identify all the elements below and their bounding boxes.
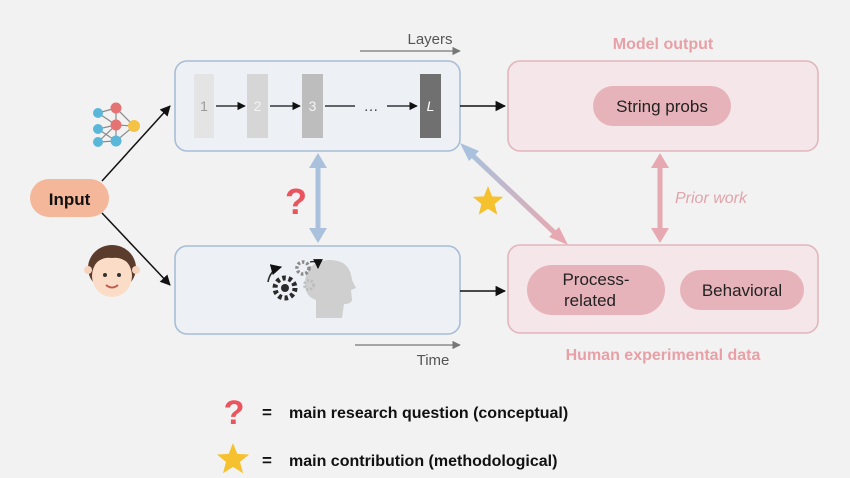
legend-contribution-text: main contribution (methodological) — [289, 453, 557, 470]
neural-network-icon — [93, 102, 140, 147]
layer-L-label: L — [427, 98, 435, 114]
legend-star-icon — [216, 443, 250, 474]
layer-L-block — [420, 74, 441, 138]
layer-ellipsis: … — [364, 98, 379, 115]
layer-3-block — [302, 74, 323, 138]
prior-work-link-arrow — [651, 153, 669, 243]
input-to-brain-arrow — [101, 212, 171, 286]
legend: ? = main research question (conceptual) … — [216, 394, 568, 474]
layer-2-label: 2 — [254, 98, 262, 114]
legend-question-text: main research question (conceptual) — [289, 405, 568, 422]
legend-question-equals: = — [262, 403, 272, 422]
input-to-model-arrow — [101, 105, 171, 182]
thinking-head-icon — [267, 259, 356, 318]
layers-axis: Layers — [360, 31, 461, 56]
star-icon — [472, 186, 504, 215]
process-related-label-line1: Process- — [562, 270, 629, 289]
legend-question-icon: ? — [224, 394, 245, 432]
behavioral-pill — [680, 270, 804, 310]
prior-work-label: Prior work — [675, 190, 748, 207]
human-data-title: Human experimental data — [566, 347, 761, 364]
person-face-icon — [84, 245, 140, 297]
model-output-title: Model output — [613, 36, 714, 53]
brain-box — [174, 245, 461, 335]
layer-3-label: 3 — [309, 98, 317, 114]
human-data-box: Process- related Behavioral — [507, 244, 819, 334]
time-axis: Time — [355, 340, 461, 369]
process-related-pill — [527, 265, 665, 315]
layer-1-label: 1 — [200, 98, 208, 114]
string-probs-pill — [593, 86, 731, 126]
model-box: 1 2 3 … L — [174, 60, 461, 152]
string-probs-label: String probs — [616, 97, 708, 116]
legend-contribution-equals: = — [262, 451, 272, 470]
model-brain-link-arrow — [309, 153, 327, 243]
layer-2-block — [247, 74, 268, 138]
input-label: Input — [49, 190, 91, 209]
layers-axis-label: Layers — [407, 31, 452, 48]
process-related-label-line2: related — [564, 291, 616, 310]
input-node: Input — [30, 179, 109, 217]
model-output-box: String probs — [507, 60, 819, 152]
layer-1-block — [194, 74, 214, 138]
time-axis-label: Time — [417, 352, 450, 369]
question-mark-icon: ? — [285, 181, 307, 222]
contribution-diagonal-arrow — [460, 143, 568, 245]
behavioral-label: Behavioral — [702, 281, 782, 300]
